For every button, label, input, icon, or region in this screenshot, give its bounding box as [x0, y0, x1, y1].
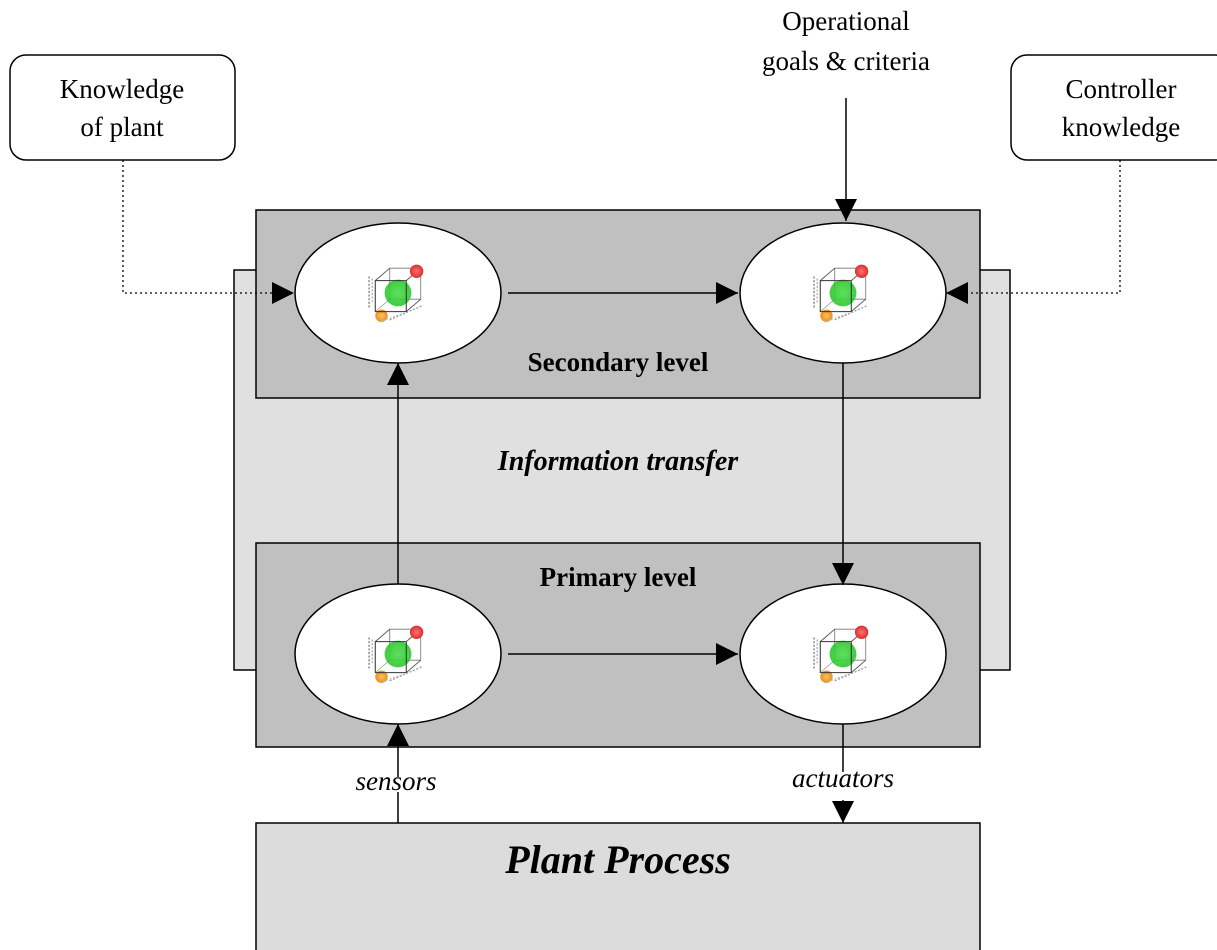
knowledge-of-plant-label-line1: Knowledge — [60, 74, 184, 104]
knowledge-of-plant-connector — [122, 160, 294, 304]
primary-left-node — [294, 583, 502, 725]
sensors-label: sensors — [355, 766, 436, 796]
information-transfer-label: Information transfer — [497, 446, 739, 477]
operational-goals-label-line2: goals & criteria — [762, 46, 930, 76]
secondary-level-label: Secondary level — [528, 347, 709, 377]
actuators-label: actuators — [792, 763, 894, 793]
knowledge-of-plant-label-line2: of plant — [80, 112, 164, 142]
secondary-left-node — [294, 222, 502, 364]
controller-knowledge-box — [1010, 54, 1217, 161]
primary-right-node — [739, 583, 947, 725]
primary-level-label: Primary level — [540, 562, 697, 592]
knowledge-of-plant-box — [9, 54, 236, 161]
plant-process-box — [255, 822, 981, 950]
controller-knowledge-label-line2: knowledge — [1062, 112, 1180, 142]
controller-knowledge-label-line1: Controller — [1066, 74, 1177, 104]
plant-process-label: Plant Process — [504, 837, 731, 882]
secondary-right-node — [739, 222, 947, 364]
operational-goals-label-line1: Operational — [782, 6, 909, 36]
